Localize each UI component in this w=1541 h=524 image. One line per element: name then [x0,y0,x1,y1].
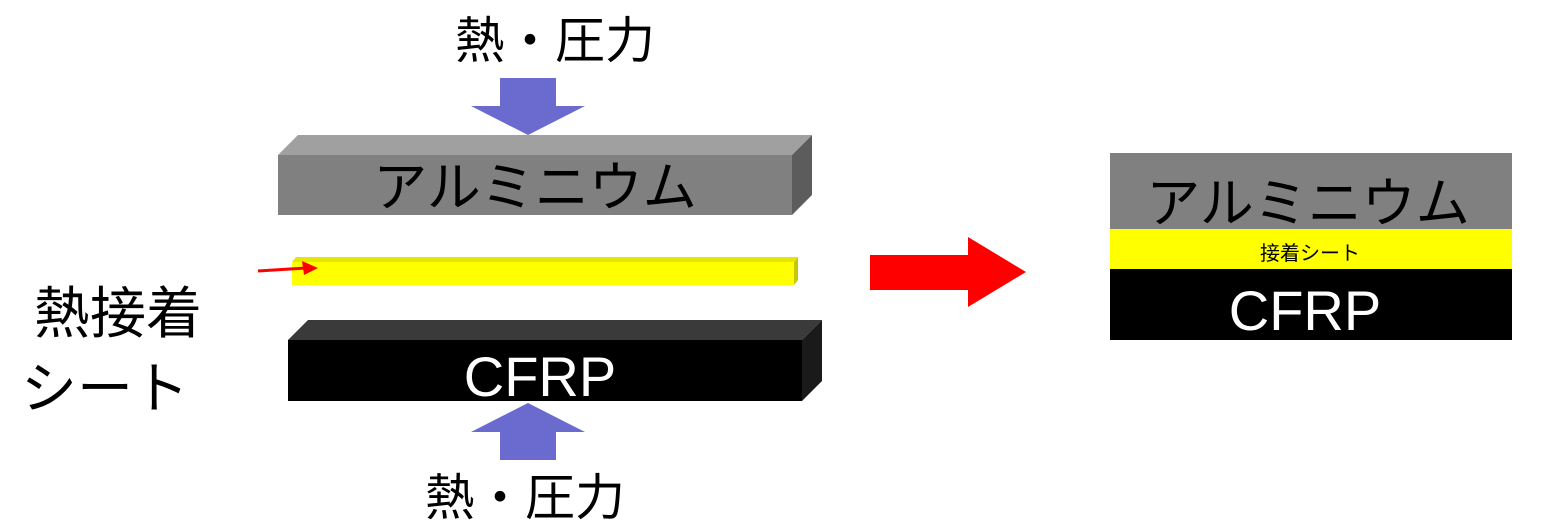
aluminum-block-front-face [278,155,792,215]
aluminum-right-label: アルミニウム [1146,172,1469,235]
pointer-arrow-shaft [257,266,307,273]
pointer-arrow-icon [257,261,318,275]
adhesive-label-line2: シート [21,357,189,422]
cfrp-block-left: CFRP [288,320,822,408]
aluminum-block-top-face [278,135,812,155]
pointer-arrow-head [302,261,318,275]
adhesive-sheet-side-face [794,257,798,285]
adhesive-sheet-left [292,257,798,285]
bonded-laminate-result: アルミニウム 接着シート CFRP [1110,153,1512,342]
pressure-arrow-down-icon [471,78,585,135]
cfrp-layer-right [1110,269,1512,340]
aluminum-block-left: アルミニウム [278,135,812,219]
process-arrow-shape [870,237,1026,307]
aluminum-left-label: アルミニウム [373,156,696,219]
adhesive-layer-right [1110,229,1512,269]
heat-pressure-top-label: 熱・圧力 [455,12,655,70]
aluminum-block-side-face [792,135,812,215]
aluminum-layer-right [1110,153,1512,229]
adhesive-right-label: 接着シート [1260,241,1360,265]
process-arrow-icon [870,237,1026,307]
heat-pressure-bottom-label: 熱・圧力 [425,469,625,524]
pressure-arrow-down-shape [471,78,585,135]
cfrp-left-label: CFRP [464,345,616,408]
adhesive-sheet-top-face [292,257,798,262]
cfrp-block-top-face [288,320,822,340]
pressure-arrow-up-shape [471,403,585,460]
pressure-arrow-up-icon [471,403,585,460]
cfrp-right-label: CFRP [1229,279,1381,342]
adhesive-sheet-front-face [292,262,794,285]
cfrp-block-front-face [288,340,802,401]
cfrp-block-side-face [802,320,822,401]
adhesive-label-line1: 熱接着 [34,282,202,347]
